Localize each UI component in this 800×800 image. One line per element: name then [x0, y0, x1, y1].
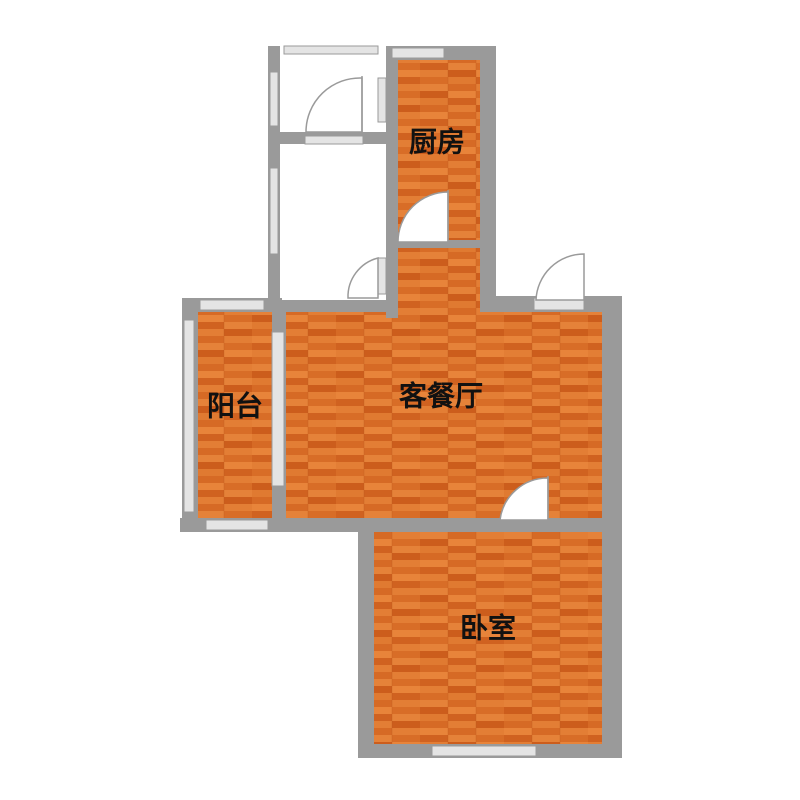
kitchen-label: 厨房 [409, 126, 465, 159]
door-swing-icon [305, 76, 585, 521]
balcony-floor [198, 312, 272, 520]
window-icon [183, 45, 585, 757]
living-floor [286, 312, 602, 518]
bedroom-label: 卧室 [460, 612, 516, 645]
living-label: 客餐厅 [399, 380, 483, 413]
balcony-label: 阳台 [207, 390, 263, 423]
bedroom-floor [374, 532, 602, 744]
corridor-floor [398, 242, 480, 314]
